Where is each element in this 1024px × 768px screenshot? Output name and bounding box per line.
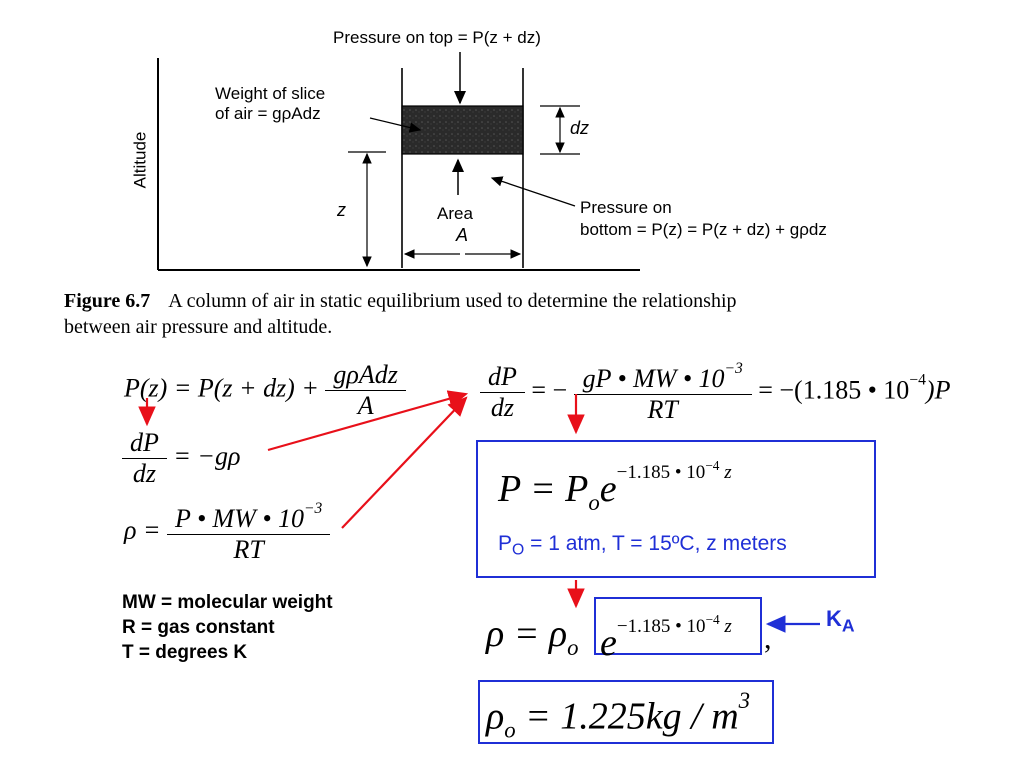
eq-rho0-rhs: = 1.225kg / m	[515, 695, 739, 738]
eq-p-sub: o	[588, 489, 600, 515]
eq-rho0-exp: 3	[738, 688, 751, 713]
eq-rho-num-exp: −3	[303, 500, 323, 517]
eq-rho0-sub: o	[504, 717, 516, 743]
label-weight-line2: of air = gρAdz	[215, 104, 321, 123]
eq-main-eq1: = −	[531, 375, 568, 405]
cond-sub: O	[512, 541, 525, 559]
ka-k: K	[826, 606, 842, 631]
label-area-line2: A	[456, 225, 469, 245]
ka-box	[594, 597, 762, 655]
eq-main-lhs-num: dP	[488, 362, 517, 392]
legend-mw: MW = molecular weight	[122, 592, 333, 613]
eq-main-rhs-end: )P	[925, 375, 951, 405]
caption-text-line2: between air pressure and altitude.	[64, 316, 333, 338]
label-bottom-line1: Pressure on	[580, 198, 672, 217]
eq-rho2-lhs: ρ = ρ	[486, 613, 568, 655]
eq-p-exp: −1.185 • 10	[616, 461, 706, 483]
equation-rho0: ρo = 1.225kg / m3	[486, 688, 750, 744]
cond-rest: = 1 atm, T = 15ºC, z meters	[524, 532, 787, 555]
eq-rho2-exp2: −4	[705, 612, 720, 627]
eq-p-e: e	[599, 467, 617, 510]
legend-t: T = degrees K	[122, 642, 248, 663]
eq-rho2-sub: o	[567, 635, 579, 661]
eq-rho0-lhs: ρ	[486, 695, 505, 738]
rho0-box	[478, 680, 774, 744]
caption-text-line1: A column of air in static equilibrium us…	[168, 290, 737, 312]
legend: MW = molecular weight R = gas constant T…	[122, 590, 333, 665]
eq-rho2-e: e	[600, 621, 617, 664]
equation-density-altitude: ρ = ρo	[486, 612, 579, 661]
eq-rho-lhs: ρ =	[124, 515, 161, 545]
column-diagram	[157, 52, 640, 271]
eq-dpdz-num: dP	[130, 428, 159, 457]
eq-main-rhs-exp: −4	[909, 371, 926, 389]
eq-pz-num: gρAdz	[333, 360, 398, 389]
eq-pz-lhs: P(z) = P(z + dz) +	[124, 373, 319, 403]
conditions-text: PO = 1 atm, T = 15ºC, z meters	[498, 532, 787, 560]
eq-p-exp2: −4	[705, 458, 720, 473]
result-box-pressure	[476, 440, 876, 578]
eq-p-base: P = P	[498, 467, 589, 510]
label-weight-line1: Weight of slice	[215, 84, 326, 103]
cond-p: P	[498, 532, 513, 555]
axis-label-altitude: Altitude	[130, 131, 150, 189]
air-slice	[401, 105, 524, 155]
eq-main-den: RT	[573, 394, 752, 425]
eq-dpdz-den: dz	[122, 458, 167, 489]
legend-r: R = gas constant	[122, 617, 275, 638]
eq-main-num-exp: −3	[724, 360, 743, 377]
label-area-line1: Area	[437, 204, 473, 223]
eq-rho2-z: z	[724, 615, 732, 637]
eq-rho-num: P • MW • 10	[175, 504, 304, 534]
caption-number: Figure 6.7	[64, 290, 151, 312]
label-dz: dz	[570, 118, 590, 138]
eq-rho-den: RT	[167, 534, 331, 565]
label-bottom-line2: bottom = P(z) = P(z + dz) + gρdz	[580, 220, 827, 239]
ka-sub: A	[841, 615, 855, 636]
ka-label: KA	[826, 606, 855, 636]
equation-pressure-altitude: P = Poe−1.185 • 10−4 z	[498, 458, 732, 516]
eq-dpdz-rhs: = −gρ	[173, 441, 241, 471]
figure-caption: Figure 6.7 A column of air in static equi…	[64, 288, 964, 340]
label-z: z	[337, 200, 346, 220]
eq-comma: ,	[764, 622, 772, 655]
eq-main-lhs-den: dz	[480, 392, 525, 423]
ka-expression: e−1.185 • 10−4 z	[600, 612, 732, 665]
eq-main-num: gP • MW • 10	[582, 364, 725, 394]
label-pressure-top: Pressure on top = P(z + dz)	[333, 28, 541, 47]
eq-pz-den: A	[325, 390, 406, 421]
eq-main-rhs: = −(1.185 • 10	[758, 375, 910, 405]
eq-rho2-exp: −1.185 • 10	[616, 615, 706, 637]
eq-p-z: z	[724, 461, 732, 483]
